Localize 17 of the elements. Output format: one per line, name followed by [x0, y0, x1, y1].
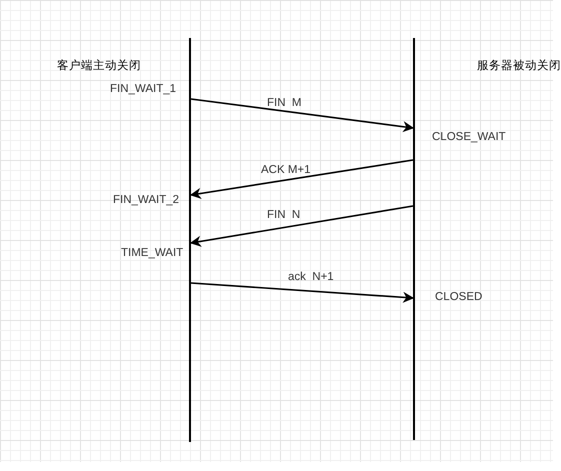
lifeline [413, 38, 415, 440]
heading: 客户端主动关闭 [57, 59, 141, 73]
state-label: FIN_WAIT_2 [113, 193, 180, 207]
arrow [190, 98, 414, 132]
heading: 服务器被动关闭 [477, 59, 561, 73]
edge-label: FIN N [267, 208, 300, 222]
state-label: CLOSED [435, 290, 482, 304]
arrow [190, 159, 414, 199]
state-label: TIME_WAIT [121, 246, 184, 260]
edge-label: FIN M [267, 96, 302, 110]
lifeline [189, 38, 191, 442]
arrow [190, 282, 414, 303]
edge-label: ACK M+1 [261, 163, 311, 177]
state-label: FIN_WAIT_1 [110, 82, 176, 96]
edge-label: ack N+1 [288, 270, 334, 284]
arrow [190, 205, 414, 247]
state-label: CLOSE_WAIT [432, 130, 506, 144]
